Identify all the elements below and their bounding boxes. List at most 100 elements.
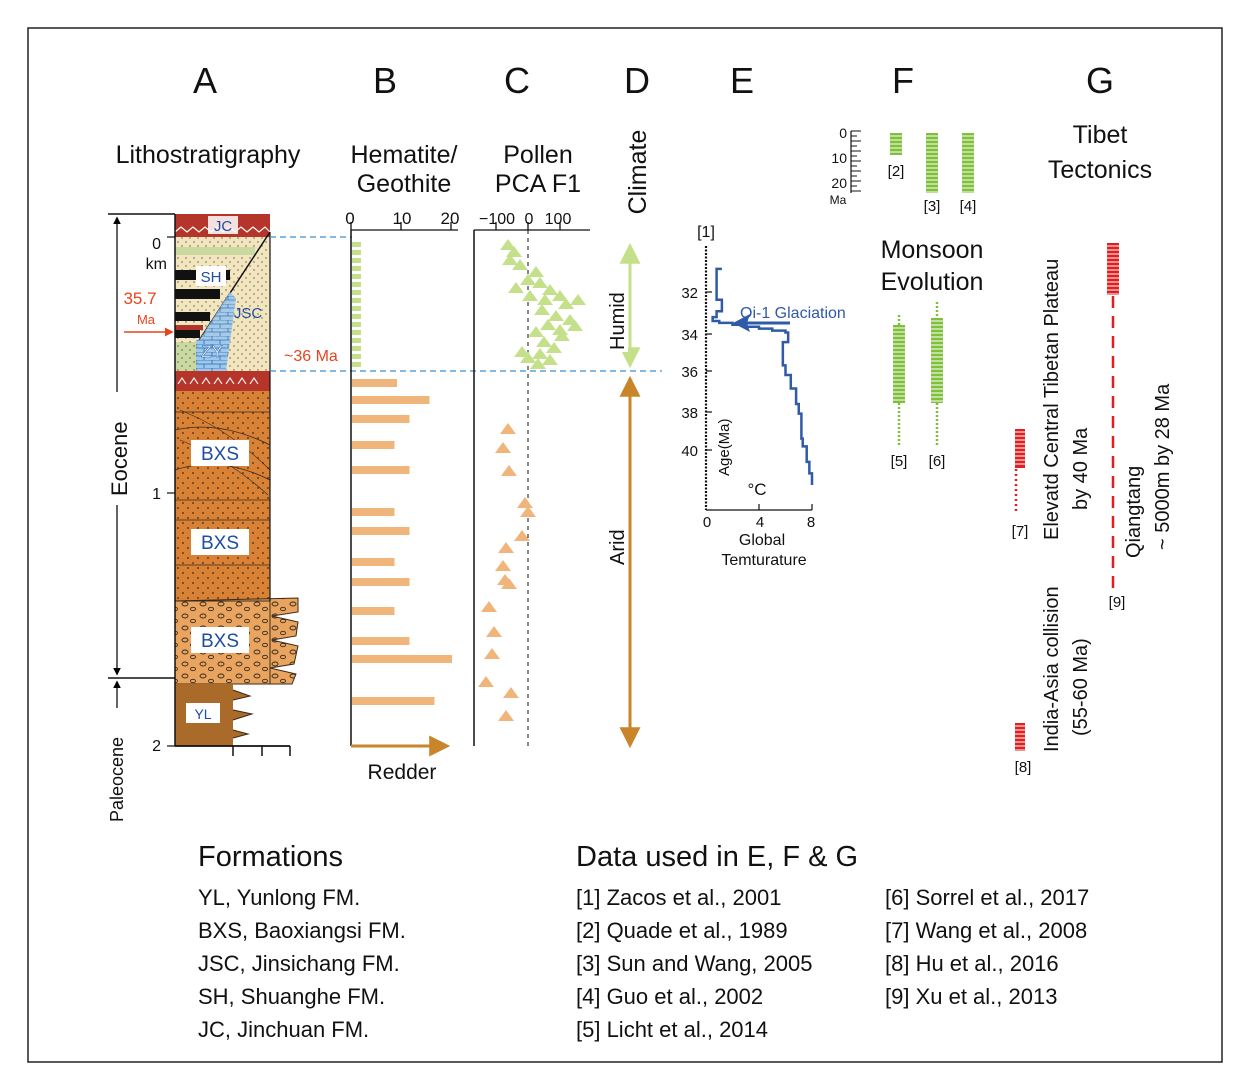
panel-b-chart (350, 222, 458, 757)
panel-f-ref-6: [6] (929, 453, 946, 470)
panel-c-tick-100: 100 (545, 211, 572, 228)
hematite-humid-mark (352, 346, 361, 351)
hematite-humid-mark (352, 274, 361, 279)
pollen-marker (532, 277, 548, 288)
hematite-humid-mark (352, 242, 361, 247)
panel-letter-e: E (730, 60, 754, 101)
pollen-marker (554, 330, 570, 341)
pollen-marker (532, 348, 548, 359)
hematite-bar (352, 396, 430, 404)
pollen-marker (501, 578, 517, 589)
formations-heading: Formations (198, 841, 343, 873)
collision-label-line1: India-Asia collision (1041, 586, 1063, 752)
panel-e-ref: [1] (697, 224, 715, 241)
panel-c-tick-neg100: −100 (479, 211, 515, 228)
unit-label-jc: JC (214, 218, 233, 235)
panel-c-title-line1: Pollen (503, 141, 573, 169)
panel-e-ytick-34: 34 (681, 327, 698, 344)
hematite-bar (352, 441, 395, 449)
pollen-marker (503, 687, 519, 698)
pollen-marker (537, 294, 553, 305)
panel-b-title-line1: Hematite/ (351, 141, 458, 169)
hematite-bar (352, 379, 397, 387)
pollen-marker (495, 560, 511, 571)
pollen-marker (514, 530, 530, 541)
formation-item-jc: JC, Jinchuan FM. (198, 1017, 369, 1042)
panel-f-scale-10: 10 (831, 150, 847, 166)
panel-f-ref-2: [2] (888, 163, 905, 180)
pollen-marker (536, 336, 552, 347)
pollen-marker (542, 354, 558, 365)
hematite-bar (352, 697, 435, 705)
pollen-marker (484, 648, 500, 659)
pollen-marker (502, 254, 518, 265)
panel-e-ytick-38: 38 (681, 405, 698, 422)
qiangtang-label-line1: Qiangtang (1123, 466, 1145, 558)
epoch-eocene: Eocene (107, 421, 132, 496)
hematite-humid-mark (352, 282, 361, 287)
reference-3: [3] Sun and Wang, 2005 (576, 951, 812, 976)
pollen-marker (520, 506, 536, 517)
pollen-marker (517, 497, 533, 508)
hematite-humid-mark (352, 298, 361, 303)
panel-b-tick-0: 0 (345, 209, 354, 228)
panel-g-title-line1: Tibet (1073, 121, 1128, 149)
panel-g-title-line2: Tectonics (1048, 156, 1152, 184)
pollen-marker (534, 304, 550, 315)
panel-c-title-line2: PCA F1 (495, 170, 581, 198)
panel-e-xtick-4: 4 (756, 514, 764, 531)
reference-8: [8] Hu et al., 2016 (885, 951, 1059, 976)
temperature-curve (711, 267, 814, 485)
pollen-marker (530, 358, 546, 369)
reference-1: [1] Zacos et al., 2001 (576, 885, 781, 910)
unit-label-jsc: JSC (234, 305, 263, 322)
panel-letter-b: B (373, 60, 397, 101)
panel-b-bottom-label: Redder (368, 761, 437, 784)
pollen-marker (520, 352, 536, 363)
hematite-humid-mark (352, 314, 361, 319)
depth-label-2: 2 (152, 738, 161, 755)
hematite-humid-mark (352, 266, 361, 271)
pollen-marker (500, 239, 516, 250)
reference-5: [5] Licht et al., 2014 (576, 1017, 768, 1042)
reference-6: [6] Sorrel et al., 2017 (885, 885, 1089, 910)
panel-d-title: Climate (624, 130, 652, 215)
unit-label-bxs-3: BXS (201, 631, 239, 652)
panel-f-ref-5: [5] (891, 453, 908, 470)
hematite-humid-mark (352, 250, 361, 255)
pollen-marker (508, 282, 524, 293)
reference-7: [7] Wang et al., 2008 (885, 918, 1087, 943)
panel-f-scale-0: 0 (839, 125, 847, 141)
unit-label-bxs-2: BXS (201, 533, 239, 554)
pollen-marker (498, 710, 514, 721)
pollen-marker (558, 298, 574, 309)
unit-label-yl: YL (194, 706, 211, 722)
panel-f-title-line2: Evolution (881, 268, 984, 296)
pollen-marker (486, 626, 502, 637)
panel-e-xtick-8: 8 (807, 514, 815, 531)
hematite-humid-mark (352, 362, 361, 367)
panel-letter-a: A (193, 60, 217, 101)
epoch-paleocene: Paleocene (107, 737, 127, 822)
hematite-bar (352, 637, 410, 645)
formation-item-yl: YL, Yunlong FM. (198, 885, 360, 910)
pollen-marker (495, 442, 511, 453)
hematite-bar (352, 415, 410, 423)
pollen-marker (481, 601, 497, 612)
figure-frame (27, 27, 1223, 1063)
panel-e-ytick-40: 40 (681, 443, 698, 460)
pollen-marker (546, 342, 562, 353)
panel-b-title-line2: Geothite (357, 170, 452, 198)
age-label-ma: Ma (137, 312, 156, 327)
pollen-marker (501, 465, 517, 476)
panel-e-unit: °C (747, 480, 766, 499)
climate-humid-label: Humid (607, 292, 629, 350)
hematite-humid-mark (352, 354, 361, 359)
panel-letter-d: D (624, 60, 650, 101)
panel-letters: A B C D E F G (193, 60, 1114, 101)
unit-label-sh: SH (201, 269, 222, 286)
formation-item-sh: SH, Shuanghe FM. (198, 984, 385, 1009)
panel-e-xtick-0: 0 (703, 514, 711, 531)
panel-b-tick-20: 20 (441, 209, 460, 228)
pollen-marker (500, 423, 516, 434)
